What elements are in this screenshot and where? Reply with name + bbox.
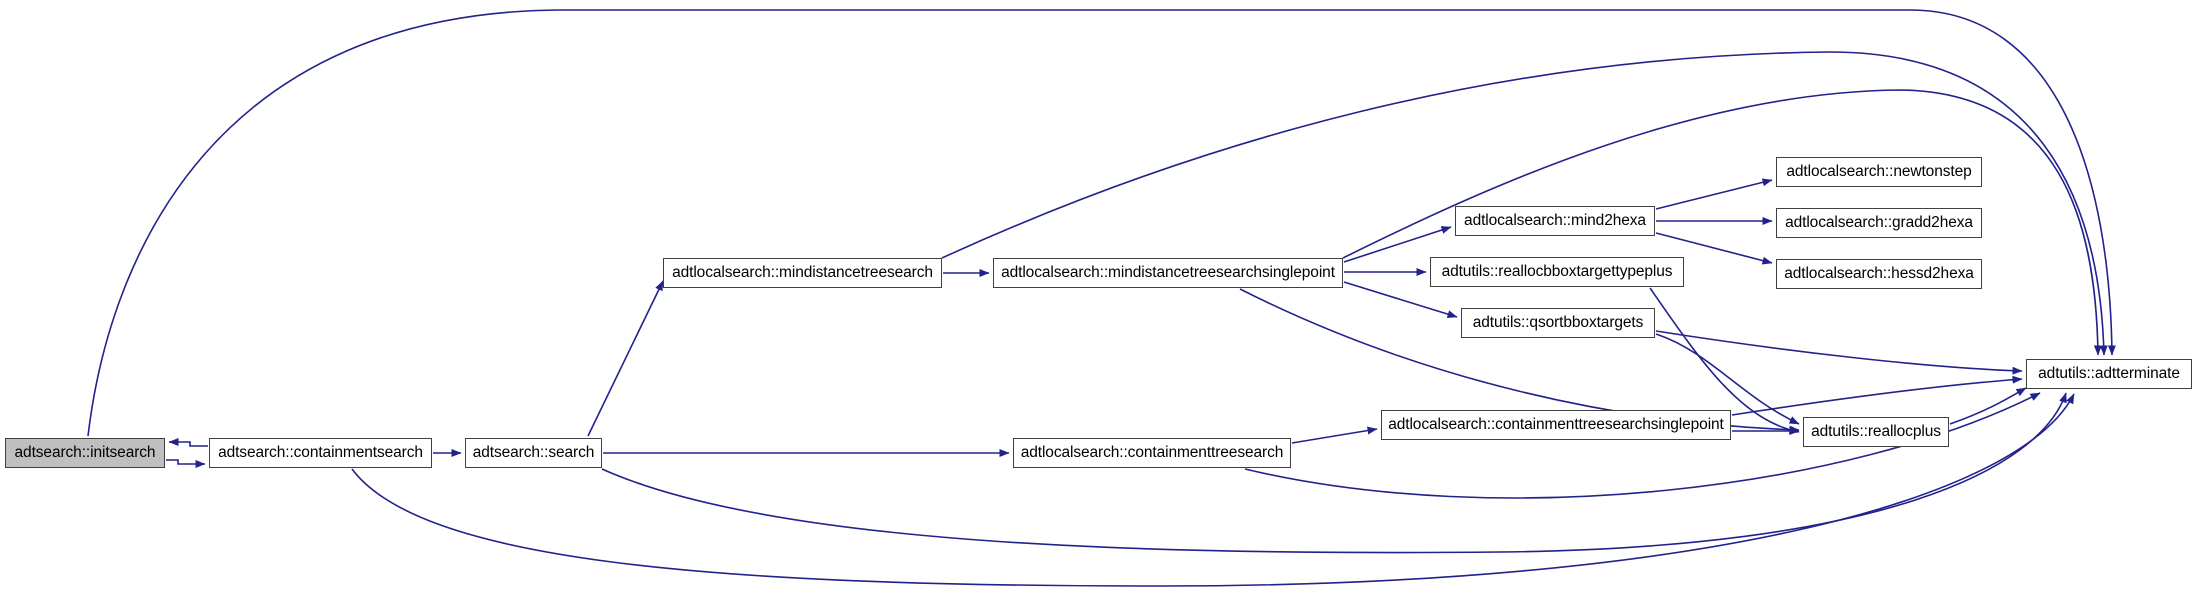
node-adtutils-adtterminate[interactable]: adtutils::adtterminate <box>2026 359 2192 389</box>
node-adtutils-reallocplus[interactable]: adtutils::reallocplus <box>1803 417 1949 447</box>
edge-initsearch-adtterminate <box>87 9 2116 437</box>
node-label: adtlocalsearch::containmenttreesearchsin… <box>1388 416 1724 434</box>
node-adtlocalsearch-containmenttreesearch[interactable]: adtlocalsearch::containmenttreesearch <box>1013 438 1291 468</box>
edge-singlepoint-qsortbboxtargets <box>1343 281 1458 319</box>
edge-containmentsearch-adtterminate <box>351 393 2075 587</box>
node-label: adtutils::reallocplus <box>1811 423 1941 441</box>
edge-singlepoint-mind2hexa <box>1343 226 1452 263</box>
node-adtutils-qsortbboxtargets[interactable]: adtutils::qsortbboxtargets <box>1461 308 1655 338</box>
edge-qsortbboxtargets-adtterminate <box>1655 330 2023 375</box>
node-adtlocalsearch-mindistancetreesearchsinglepoint[interactable]: adtlocalsearch::mindistancetreesearchsin… <box>993 258 1343 288</box>
edge-qsortbboxtargets-reallocplus <box>1655 333 1800 425</box>
node-adtsearch-initsearch[interactable]: adtsearch::initsearch <box>5 438 165 468</box>
edge-containmenttreesinglepoint-adtterminate <box>1731 375 2023 416</box>
node-adtutils-reallocbboxtargettypeplus[interactable]: adtutils::reallocbboxtargettypeplus <box>1430 257 1684 287</box>
node-label: adtlocalsearch::mind2hexa <box>1464 212 1646 230</box>
node-label: adtlocalsearch::mindistancetreesearchsin… <box>1001 264 1335 282</box>
edge-singlepoint-adtterminate-top <box>1342 89 2102 356</box>
node-label: adtlocalsearch::mindistancetreesearch <box>672 264 933 282</box>
node-label: adtsearch::initsearch <box>14 444 156 462</box>
node-adtlocalsearch-containmenttreesearchsinglepoint[interactable]: adtlocalsearch::containmenttreesearchsin… <box>1381 410 1731 440</box>
node-label: adtutils::reallocbboxtargettypeplus <box>1441 263 1673 281</box>
edge-search-mindistancetreesearch <box>587 280 664 437</box>
edge-containmenttreesearch-singlepoint <box>1291 426 1378 444</box>
edge-search-adtterminate <box>601 392 2067 554</box>
edge-mind2hexa-newtonstep <box>1655 178 1773 210</box>
node-label: adtsearch::search <box>472 444 595 462</box>
edge-mind2hexa-hessd2hexa <box>1655 232 1773 265</box>
node-adtlocalsearch-mindistancetreesearch[interactable]: adtlocalsearch::mindistancetreesearch <box>663 258 942 288</box>
node-adtsearch-containmentsearch[interactable]: adtsearch::containmentsearch <box>209 438 432 468</box>
node-adtlocalsearch-gradd2hexa[interactable]: adtlocalsearch::gradd2hexa <box>1776 208 1982 238</box>
edge-initsearch-containmentsearch <box>166 459 206 468</box>
node-label: adtlocalsearch::hessd2hexa <box>1784 265 1974 283</box>
node-adtlocalsearch-newtonstep[interactable]: adtlocalsearch::newtonstep <box>1776 157 1982 187</box>
edge-reallocbboxtargettypeplus-reallocplus <box>1649 287 1800 435</box>
edge-reallocplus-adtterminate <box>1949 387 2027 425</box>
node-adtsearch-search[interactable]: adtsearch::search <box>465 438 602 468</box>
node-label: adtlocalsearch::containmenttreesearch <box>1020 444 1284 462</box>
node-adtlocalsearch-mind2hexa[interactable]: adtlocalsearch::mind2hexa <box>1455 206 1655 236</box>
node-label: adtlocalsearch::gradd2hexa <box>1785 214 1973 232</box>
edge-containmentsearch-initsearch <box>168 438 208 447</box>
node-adtlocalsearch-hessd2hexa[interactable]: adtlocalsearch::hessd2hexa <box>1776 259 1982 289</box>
edge-mindistancetreesearch-adtterminate <box>941 51 2108 356</box>
node-label: adtutils::qsortbboxtargets <box>1472 314 1644 332</box>
node-label: adtlocalsearch::newtonstep <box>1786 163 1972 181</box>
node-label: adtsearch::containmentsearch <box>218 444 423 462</box>
node-label: adtutils::adtterminate <box>2038 365 2180 383</box>
